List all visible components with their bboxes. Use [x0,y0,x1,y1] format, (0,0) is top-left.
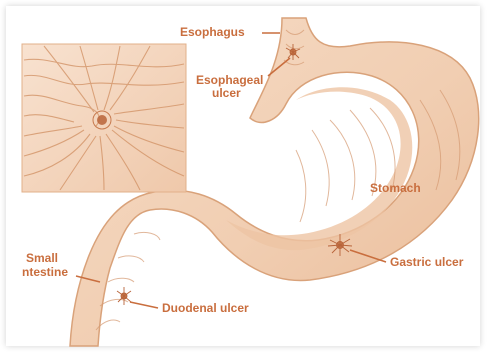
gastric-ulcer-label: Gastric ulcer [390,256,463,269]
magnified-inset [22,44,186,192]
duodenal-ulcer-mark [117,287,131,305]
small-intestine-label-line1: Small [26,252,58,265]
duodenal-ulcer-label: Duodenal ulcer [162,302,249,315]
esophageal-ulcer-label-line2: ulcer [212,87,241,100]
stomach-label: Stomach [370,182,421,195]
esophagus-label: Esophagus [180,26,245,39]
duodenal-ulcer-leader [130,302,158,308]
small-intestine-label-line2: ntestine [22,266,68,279]
